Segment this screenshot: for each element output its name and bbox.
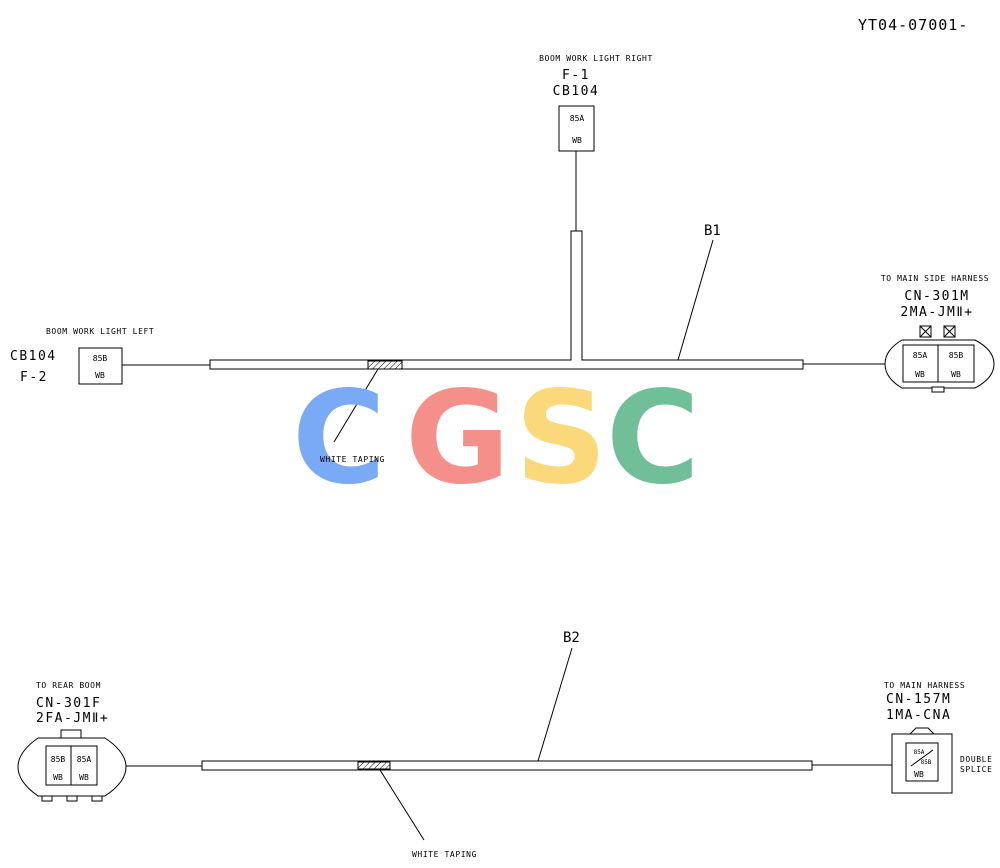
harness-b1-white-taping [367, 360, 403, 370]
right-connector: TO MAIN SIDE HARNESS CN-301M 2MA-JMⅡ+ 85… [803, 274, 995, 393]
left-connector: BOOM WORK LIGHT LEFT CB104 F-2 85B WB [10, 327, 210, 385]
watermark-letter-2: G [405, 364, 510, 513]
cgsc-watermark: C G S C [292, 364, 700, 513]
left-connector-id1: CB104 [10, 349, 57, 364]
harness-b2-leader [537, 647, 573, 762]
left-connector-body [78, 347, 123, 385]
right-connector-id1: CN-301M [904, 289, 969, 304]
left-connector-wire: WB [95, 371, 105, 380]
top-connector-wire: WB [572, 136, 582, 145]
rear-connector-pin-2: 85A [77, 755, 92, 764]
top-connector-id2: CB104 [553, 84, 600, 99]
top-connector-id1: F-1 [562, 68, 590, 83]
top-connector-body [558, 105, 595, 152]
harness-b2-taping-leader [379, 769, 425, 841]
watermark-letter-4: C [606, 364, 700, 513]
rear-connector-id1: CN-301F [36, 696, 101, 711]
top-connector-label: BOOM WORK LIGHT RIGHT [539, 54, 653, 63]
main-connector-splice-line-1: DOUBLE [960, 755, 993, 764]
right-connector-label: TO MAIN SIDE HARNESS [881, 274, 989, 283]
right-connector-pin-2: 85B [949, 351, 964, 360]
main-connector-id2: 1MA-CNA [886, 708, 951, 723]
main-connector-pin-1: 85A [914, 749, 925, 756]
left-connector-label: BOOM WORK LIGHT LEFT [46, 327, 154, 336]
main-connector-face [905, 742, 939, 782]
main-connector-latch [909, 727, 935, 735]
main-connector-label: TO MAIN HARNESS [884, 681, 965, 690]
harness-b1-label: B1 [704, 223, 721, 239]
harness-b1-taping-leader [333, 368, 379, 443]
harness-b2: B2 WHITE TAPING [201, 630, 813, 859]
main-connector-pin-2: 85B [921, 759, 932, 766]
left-connector-pin: 85B [93, 354, 108, 363]
right-connector-wire-2: WB [951, 370, 961, 379]
rear-connector-pin-1: 85B [51, 755, 66, 764]
harness-b2-taping-label: WHITE TAPING [412, 850, 477, 859]
main-connector-wire: WB [914, 770, 924, 779]
watermark-letter-1: C [292, 364, 386, 513]
harness-b1: B1 [209, 223, 804, 443]
main-connector-splice-line-2: SPLICE [960, 765, 993, 774]
rear-connector-id2: 2FA-JMⅡ+ [36, 711, 109, 726]
harness-b2-body [201, 760, 813, 771]
rear-connector-latch [60, 729, 82, 739]
left-connector-id2: F-2 [20, 370, 48, 385]
harness-b1-body [209, 230, 804, 370]
main-connector: TO MAIN HARNESS CN-157M 1MA-CNA 85A 85B … [812, 681, 993, 794]
watermark-letter-3: S [515, 364, 607, 513]
right-connector-pin-1: 85A [913, 351, 928, 360]
harness-b1-leader [677, 239, 714, 361]
harness-b2-white-taping [357, 761, 391, 770]
rear-connector-label: TO REAR BOOM [36, 681, 101, 690]
right-connector-tab [931, 386, 945, 393]
top-connector-pin: 85A [570, 114, 585, 123]
latch-icon [919, 325, 956, 338]
drawing-number: YT04-07001- [858, 16, 968, 34]
harness-b1-taping-label: WHITE TAPING [320, 455, 385, 464]
harness-b2-label: B2 [563, 630, 580, 646]
right-connector-id2: 2MA-JMⅡ+ [900, 305, 973, 320]
rear-connector-wire-1: WB [53, 773, 63, 782]
top-connector: BOOM WORK LIGHT RIGHT F-1 CB104 85A WB [539, 54, 653, 231]
right-connector-wire-1: WB [915, 370, 925, 379]
rear-connector: TO REAR BOOM CN-301F 2FA-JMⅡ+ 85B 85A WB… [17, 681, 202, 802]
rear-connector-wire-2: WB [79, 773, 89, 782]
main-connector-id1: CN-157M [886, 692, 951, 707]
